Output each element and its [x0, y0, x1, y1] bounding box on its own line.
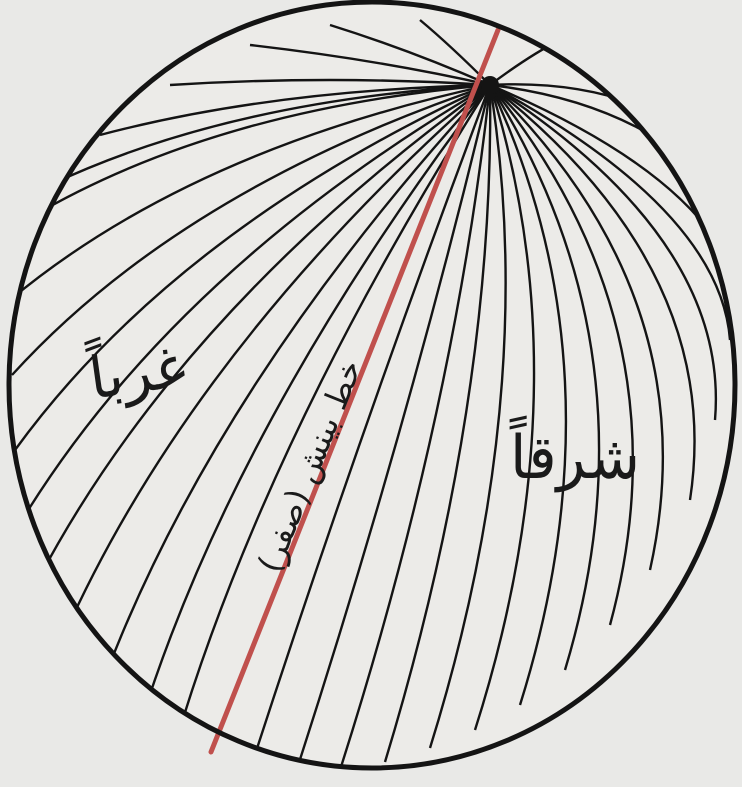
meridian-curve [473, 84, 536, 731]
meridian-curve [60, 84, 491, 641]
prime-meridian-line [208, 27, 501, 755]
meridian-curve [9, 83, 491, 301]
meridian-curve [9, 83, 491, 232]
meridian-curve [489, 83, 732, 341]
meridian-curve [293, 84, 492, 768]
meridian-curve [489, 84, 665, 571]
meridian-curve [20, 83, 491, 521]
meridian-curve [11, 83, 491, 376]
meridian-curve [489, 84, 696, 501]
meridian-curve [488, 84, 568, 706]
meridian-curve [36, 84, 491, 581]
meridian-curve [169, 78, 491, 87]
meridian-curve [248, 84, 492, 768]
meridian-curve [383, 84, 492, 763]
meridian-curve [138, 84, 491, 726]
meridian-curve [489, 83, 718, 421]
meridian-curve [338, 84, 492, 768]
meridian-curve [173, 84, 492, 746]
meridian-curve [329, 23, 491, 87]
meridian-curve [488, 84, 601, 671]
meridian-curve [49, 83, 491, 187]
east-label: شرقاً [509, 415, 640, 493]
meridian-curve [14, 83, 491, 451]
meridian-lines [9, 19, 734, 768]
meridian-curve [98, 84, 491, 691]
meridian-curve [428, 84, 507, 749]
meridian-curve [99, 83, 491, 137]
pole-point [481, 76, 499, 94]
globe-fill [9, 2, 735, 768]
meridian-curve [419, 19, 491, 86]
globe-outline [6, 0, 738, 771]
meridian-curve [489, 84, 635, 626]
meridian-curve [249, 43, 491, 87]
